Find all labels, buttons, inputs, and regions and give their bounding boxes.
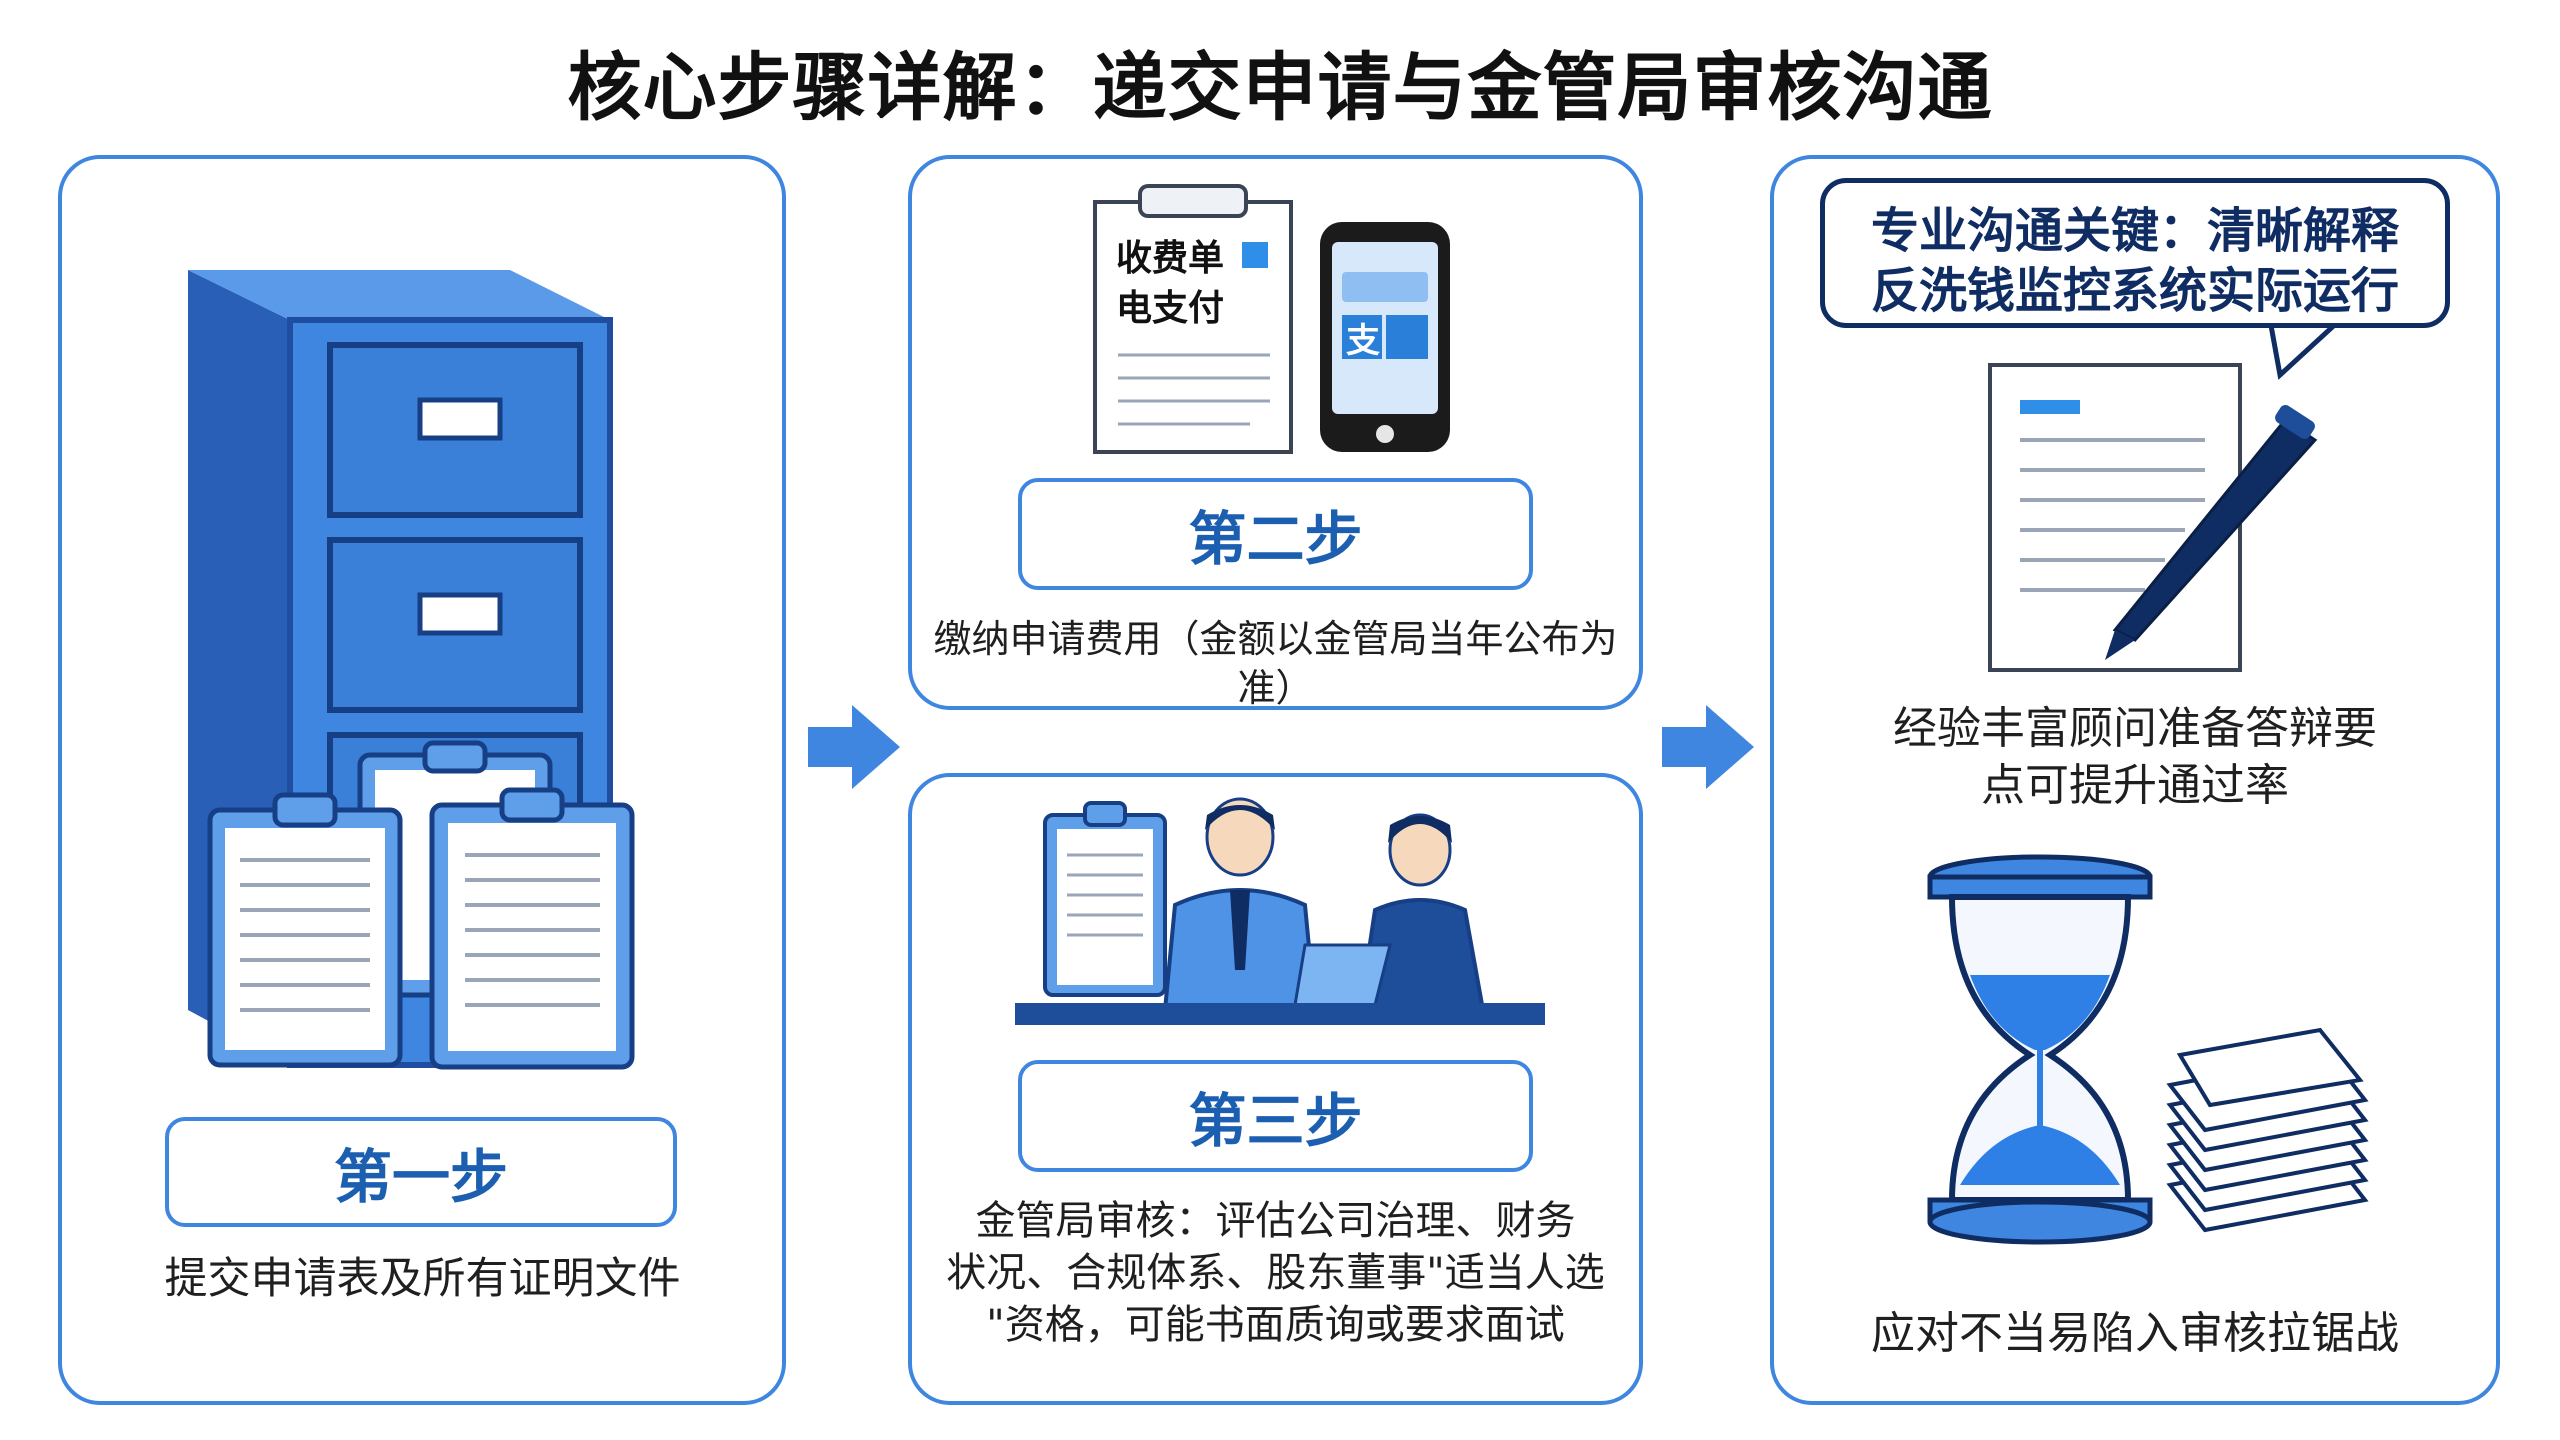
step2-label: 第二步 <box>1018 478 1533 590</box>
tip-line2: 点可提升通过率 <box>1981 760 2289 812</box>
page-title: 核心步骤详解：递交申请与金管局审核沟通 <box>567 45 1993 131</box>
callout-line2: 反洗钱监控系统实际运行 <box>1870 263 2399 319</box>
meeting-icon <box>1015 797 1545 1025</box>
step3-caption-line3: "资格，可能书面质询或要求面试 <box>986 1302 1565 1348</box>
arrow-right-icon <box>1662 705 1754 789</box>
callout-box: 专业沟通关键：清晰解释 反洗钱监控系统实际运行 <box>1820 178 2450 328</box>
step3-caption-line2: 状况、合规体系、股东董事"适当人选 <box>946 1250 1605 1296</box>
receipt-line2: 电支付 <box>1116 288 1224 329</box>
phone-text: 支 <box>1346 321 1380 361</box>
step3-label: 第三步 <box>1018 1060 1533 1172</box>
step1-caption: 提交申请表及所有证明文件 <box>164 1254 681 1304</box>
document-pen-icon <box>1988 363 2318 672</box>
arrow-right-icon <box>808 705 900 789</box>
tip-caption: 经验丰富顾问准备答辩要 点可提升通过率 <box>1790 700 2480 814</box>
receipt-line1: 收费单 <box>1116 238 1224 279</box>
callout-line1: 专业沟通关键：清晰解释 <box>1870 203 2399 259</box>
filing-cabinet-icon <box>188 270 635 1070</box>
step1-label: 第一步 <box>165 1117 677 1227</box>
payment-icon: 收费单 电支付 支 <box>1093 184 1450 454</box>
tip-line1: 经验丰富顾问准备答辩要 <box>1893 703 2377 754</box>
warning-caption: 应对不当易陷入审核拉锯战 <box>1871 1308 2399 1359</box>
step2-caption: 缴纳申请费用（金额以金管局当年公布为准） <box>933 617 1618 711</box>
hourglass-icon <box>1927 854 2369 1245</box>
step3-caption-line1: 金管局审核：评估公司治理、财务 <box>975 1198 1576 1244</box>
step3-caption: 金管局审核：评估公司治理、财务 状况、合规体系、股东董事"适当人选 "资格，可能… <box>918 1195 1633 1351</box>
